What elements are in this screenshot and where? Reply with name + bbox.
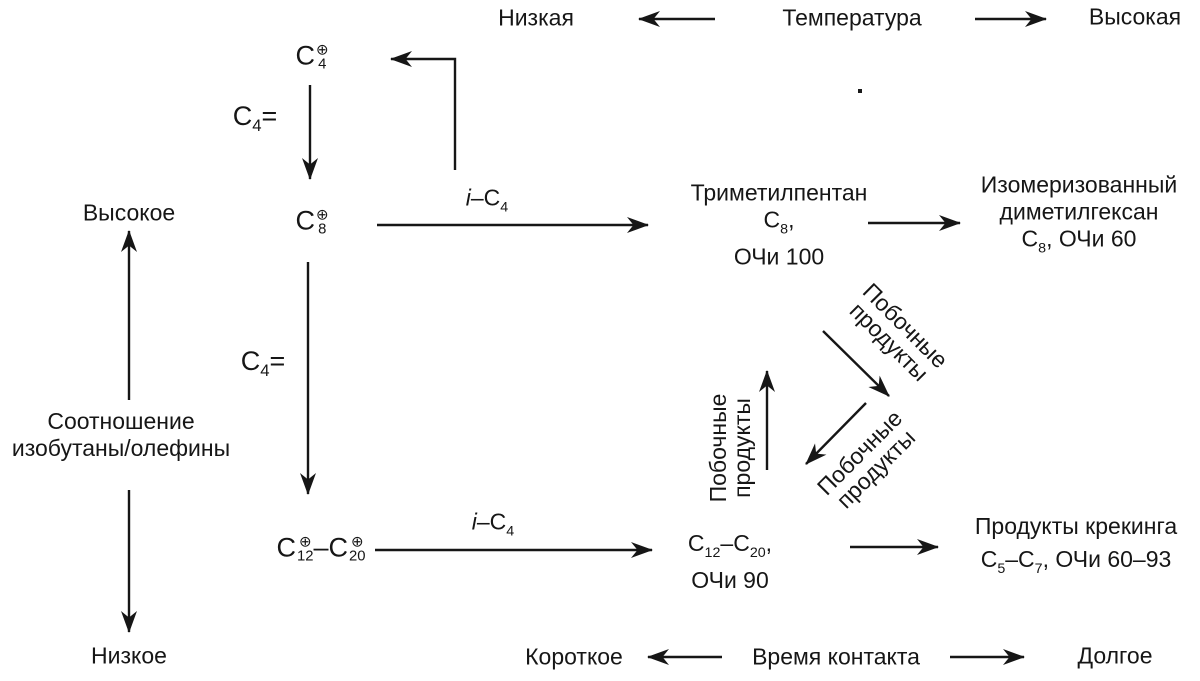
product-trimethylpentane: Триметилпентан C8, ОЧи 100 — [691, 180, 868, 271]
isomerized-formula-sub: 8 — [1038, 240, 1047, 257]
ratio-axis-label-line2: изобутаны/олефины — [11, 435, 231, 461]
ratio-high-label: Высокое — [82, 199, 176, 226]
c20-cation-sub: 20 — [349, 548, 366, 565]
c12-cation-base: C — [276, 532, 296, 563]
isomerized-formula-base: C — [1021, 225, 1039, 252]
product-heavy-alkylate: C12–C20, ОЧи 90 — [688, 530, 772, 594]
contact-time-long-label: Долгое — [1077, 642, 1153, 669]
cracking-name: Продукты крекинга — [974, 513, 1178, 540]
isobutane-label-top: i–C4 — [466, 185, 508, 222]
c8-cation-base: C — [295, 205, 316, 236]
isobutane-top-i: i — [465, 184, 471, 211]
product-cracking: Продукты крекинга C5–C7, ОЧи 60–93 — [975, 510, 1177, 586]
species-c8-cation: C⊕8 — [295, 205, 329, 238]
isobutane-bottom-c: –C — [476, 508, 507, 535]
heavy-formula-base1: C — [687, 530, 705, 557]
butene-bottom-eq: = — [269, 345, 286, 376]
species-butene-top: C4= — [232, 100, 278, 139]
isomerized-formula: C8, ОЧи 60 — [981, 226, 1177, 263]
trimethylpentane-formula: C8, — [691, 207, 868, 244]
ratio-axis-label: Соотношение изобутаны/олефины — [12, 408, 230, 462]
ratio-low-label: Низкое — [91, 642, 167, 669]
cracking-formula: C5–C7, ОЧи 60–93 — [975, 543, 1177, 586]
temperature-axis-label: Температура — [782, 4, 922, 31]
c4-cation-charge: ⊕ — [316, 42, 329, 59]
arrow-recycle-to-c4 — [390, 51, 457, 170]
cracking-formula-dash: –C — [1005, 546, 1035, 573]
species-butene-bottom: C4= — [240, 345, 286, 384]
contact-time-short-label: Короткое — [525, 643, 623, 670]
isomerized-name-line1: Изомеризованный — [980, 171, 1178, 198]
species-c12-c20-cation: C⊕12–C⊕20 — [276, 532, 366, 565]
c12-cation-charge: ⊕ — [299, 534, 312, 551]
c4-cation-sub: 4 — [318, 56, 327, 73]
arrow-byproducts-down-right — [822, 330, 890, 397]
heavy-formula-sub1: 12 — [704, 544, 721, 561]
byproducts-vertical-line1: Побочные — [705, 393, 731, 503]
c12-c20-dash: – — [313, 532, 329, 563]
species-c4-cation: C⊕4 — [295, 40, 329, 73]
product-isomerized-dimethylhexane: Изомеризованный диметилгексан C8, ОЧи 60 — [981, 172, 1177, 263]
stray-ink-dot — [858, 89, 862, 93]
butene-bottom-sub: 4 — [260, 361, 270, 381]
isomerized-formula-suffix: , ОЧи 60 — [1046, 225, 1137, 252]
heavy-alkylate-octane: ОЧи 90 — [691, 566, 769, 593]
butene-top-eq: = — [261, 100, 278, 131]
trimethylpentane-name: Триметилпентан — [690, 179, 868, 206]
isobutane-label-bottom: i–C4 — [472, 509, 514, 546]
isobutane-top-c: –C — [470, 184, 501, 211]
heavy-alkylate-formula: C12–C20, — [688, 530, 772, 567]
isobutane-top-sub: 4 — [500, 199, 509, 216]
arrow-byproducts-down-left — [805, 402, 867, 465]
temperature-low-label: Низкая — [498, 4, 574, 31]
butene-bottom-base: C — [240, 345, 261, 376]
ratio-axis-label-line1: Соотношение — [47, 408, 195, 434]
c8-cation-charge: ⊕ — [316, 207, 329, 224]
butene-top-sub: 4 — [252, 116, 262, 136]
trimethylpentane-formula-sub: 8 — [780, 221, 789, 238]
heavy-formula-suffix: , — [765, 530, 773, 557]
c20-cation-base: C — [328, 532, 349, 563]
heavy-formula-dash: –C — [720, 530, 750, 557]
c20-cation-charge: ⊕ — [351, 534, 364, 551]
cracking-formula-suffix: , ОЧи 60–93 — [1042, 546, 1172, 573]
temperature-high-label: Высокая — [1088, 3, 1182, 30]
contact-time-axis-label: Время контакта — [752, 643, 920, 670]
isomerized-name-line2: диметилгексан — [999, 198, 1159, 225]
cracking-formula-sub1: 5 — [997, 560, 1006, 577]
byproducts-vertical-line2: продукты — [729, 398, 755, 498]
butene-top-base: C — [232, 100, 253, 131]
byproducts-label-vertical: Побочные продукты — [705, 393, 755, 503]
c8-cation-sub: 8 — [318, 221, 327, 238]
c12-cation-sub: 12 — [296, 548, 314, 565]
trimethylpentane-formula-base: C — [763, 206, 781, 233]
heavy-formula-sub2: 20 — [749, 544, 766, 561]
trimethylpentane-octane: ОЧи 100 — [733, 243, 825, 270]
c4-cation-base: C — [295, 40, 316, 71]
cracking-formula-sub2: 7 — [1034, 560, 1043, 577]
trimethylpentane-formula-suffix: , — [788, 206, 795, 233]
isobutane-bottom-sub: 4 — [506, 523, 515, 540]
cracking-formula-base1: C — [980, 546, 998, 573]
isobutane-bottom-i: i — [471, 508, 477, 535]
